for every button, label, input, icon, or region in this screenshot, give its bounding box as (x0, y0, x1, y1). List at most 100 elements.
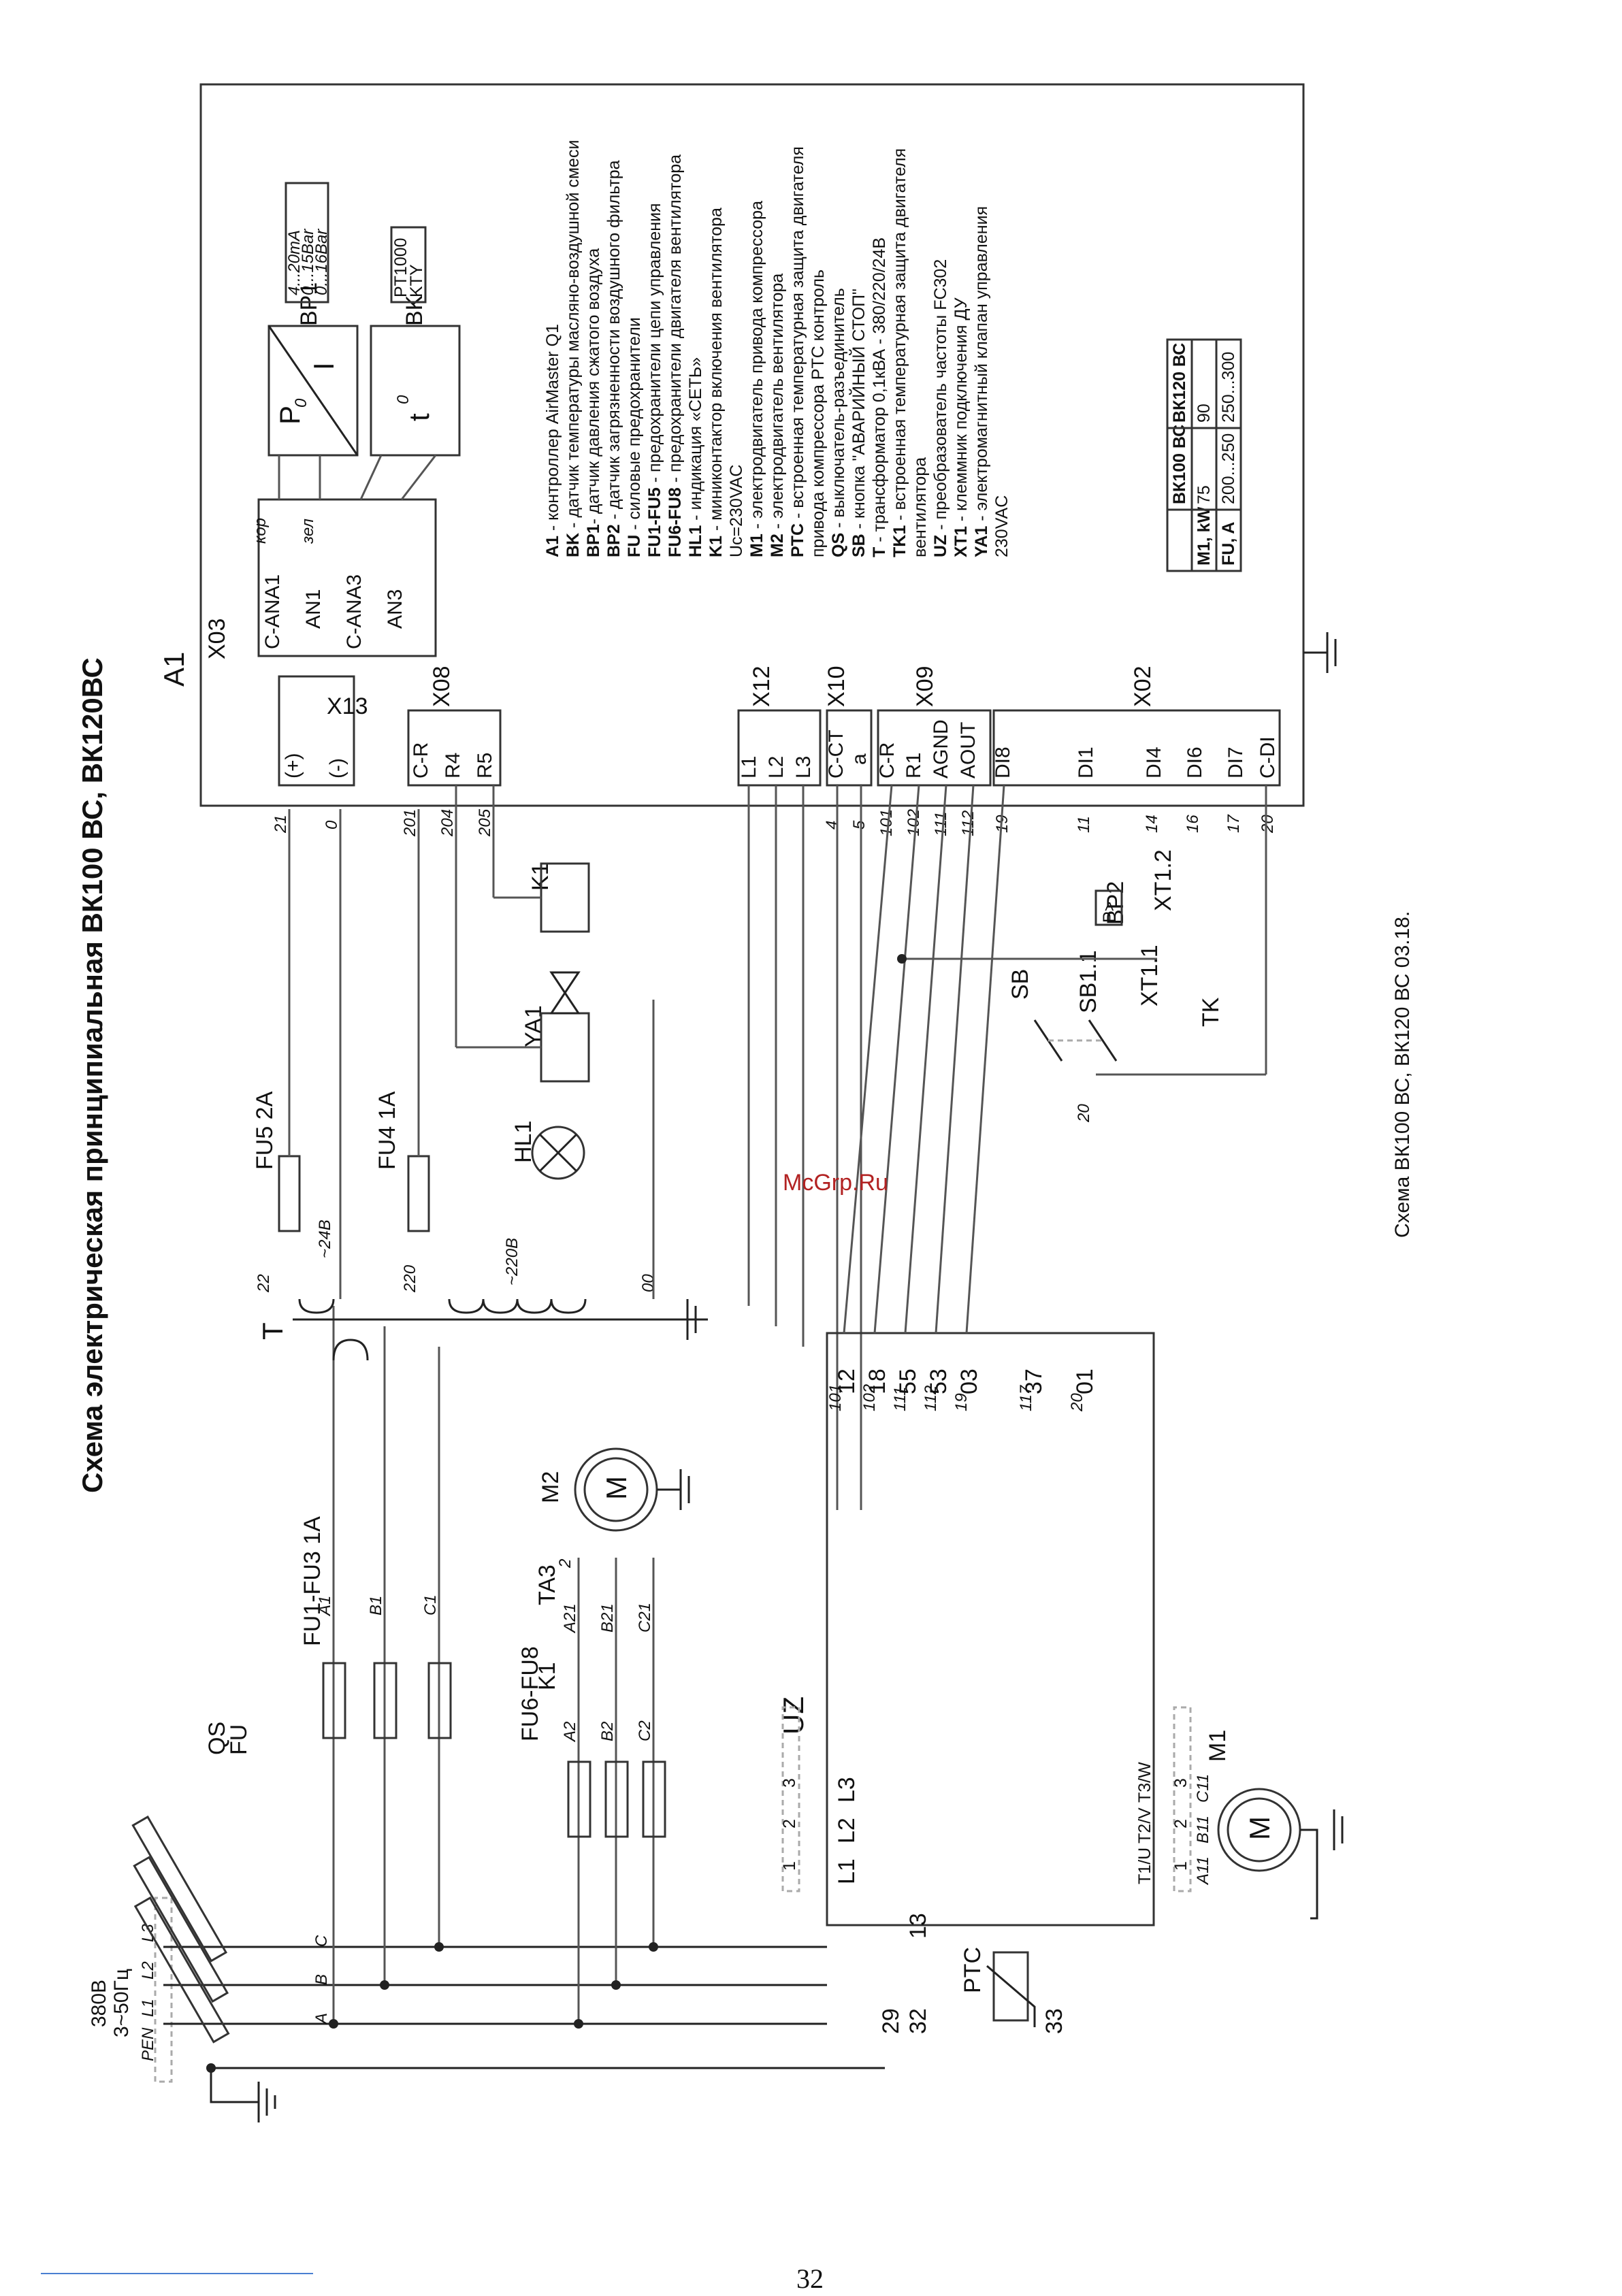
spec-table-text: ВК120 ВС (1170, 343, 1189, 423)
uz-term-03: 03 (956, 1368, 982, 1394)
wire-19 (965, 785, 1005, 1334)
wire-101 (843, 785, 893, 1334)
m1-motor-symbol: M (1244, 1816, 1276, 1840)
uz-term-01: 01 (1072, 1368, 1098, 1394)
uz-term-55: 55 (895, 1368, 921, 1394)
wire-label-zel: зел (299, 519, 317, 544)
uz-in-num-2: 2 (780, 1819, 799, 1828)
x02-label: X02 (1130, 666, 1156, 708)
legend-item: BK - датчик температуры масляно-воздушно… (564, 140, 583, 557)
legend-item: A1 - контроллер AirMaster Q1 (543, 324, 562, 557)
qs-label: QS (204, 1722, 230, 1755)
pen-ground-icon (257, 2082, 276, 2122)
bk-symbol-t-sup: 0 (394, 395, 412, 404)
bp2-sensor-box (1094, 889, 1123, 926)
legend-item: K1 - миниконтактор включения вентилятора (707, 208, 726, 557)
junction-dot (434, 1942, 444, 1952)
m2-motor-symbol: M (600, 1476, 632, 1500)
x03-pin-an3: AN3 (384, 589, 406, 629)
wire-label-20: 20 (1259, 815, 1277, 834)
x02-pin-di4: DI4 (1143, 747, 1165, 778)
spec-table-text: M1, kW (1195, 506, 1214, 565)
wire-label-22: 22 (255, 1274, 273, 1293)
bk-label: BK (402, 295, 427, 326)
wire-label-201: 201 (401, 809, 419, 837)
uz-wire-117: 117 (1017, 1384, 1035, 1411)
uz-term-13: 13 (905, 1913, 931, 1939)
uz-in-l1: L1 (834, 1858, 860, 1884)
ya1-label: YA1 (521, 1005, 547, 1047)
spec-table-text: ВК100 ВС (1170, 425, 1189, 504)
svg-text:0...15Bar: 0...15Bar (299, 229, 317, 295)
supply-terminal-block (154, 1897, 173, 2083)
uz-wire-20: 20 (1068, 1393, 1086, 1412)
uz-term-18: 18 (864, 1368, 890, 1394)
fu4-label: FU4 1A (374, 1091, 400, 1170)
legend-item: Uc=230VAC (727, 465, 746, 557)
x09-pin-aout: AOUT (957, 722, 979, 778)
wire-label-11: 11 (1075, 816, 1093, 833)
wire-label-a21: A21 (561, 1603, 579, 1634)
x10-label: X10 (824, 666, 849, 708)
a1-controller (199, 83, 1305, 807)
a1-ground-icon (1303, 632, 1337, 673)
x08-label: X08 (429, 666, 455, 708)
uz-wire-19: 19 (952, 1393, 971, 1411)
x02-pin-cdi: C-DI (1256, 736, 1279, 778)
m1-ground-icon (1300, 1809, 1344, 1920)
legend-item: UZ - преобразователь частоты FC302 (931, 259, 950, 557)
wire-label-c2: C2 (636, 1720, 654, 1741)
caption: Схема ВК100 ВС, ВК120 ВС 03.18. (1391, 911, 1414, 1238)
m1-wire-c11: C11 (1194, 1774, 1212, 1803)
k1-main-contact-label: K1 (534, 1662, 560, 1690)
phase-label-a: A (312, 2013, 331, 2025)
wire-label-2: 2 (556, 1559, 574, 1569)
x12-terminal (737, 709, 822, 787)
spec-table-cell (1166, 508, 1193, 572)
bp1-symbol-i: I (308, 362, 340, 370)
uz-term-32: 32 (905, 2008, 931, 2034)
bp1-label: BP1 (296, 282, 322, 326)
wire-label-21: 21 (272, 815, 290, 834)
wire-label-20-loop: 20 (1075, 1104, 1093, 1123)
wire-bk-2 (400, 455, 437, 500)
junction-dot (206, 2063, 216, 2073)
junction-dot (649, 1942, 658, 1952)
uz-out-num-3: 3 (1171, 1778, 1190, 1788)
legend-item: HL1 - индикация «СЕТЬ» (686, 357, 705, 557)
wire-112 (935, 785, 975, 1334)
uz-output-terminal-block (1173, 1706, 1192, 1892)
ptc-symbol (986, 1965, 1036, 2027)
ya1-solenoid-valve (540, 1012, 590, 1083)
x10-pin-cct: C-CT (825, 729, 847, 778)
x03-terminal (257, 498, 437, 657)
spec-table-text: 250...300 (1219, 352, 1238, 423)
uz-out-num-1: 1 (1171, 1861, 1190, 1871)
fu5-label: FU5 2A (252, 1091, 278, 1170)
pen-ground-tap (210, 2068, 259, 2103)
uz-out-t3w: T3/W (1135, 1762, 1154, 1803)
uz-wire-101: 101 (826, 1384, 845, 1411)
x08-pin-cr: C-R (410, 742, 432, 778)
hl1-lamp (531, 1126, 585, 1180)
voltage-24v: ~24В (316, 1219, 334, 1258)
fu6-fu8-label: FU6-FU8 (517, 1646, 543, 1741)
ptc-thermistor (992, 1951, 1029, 2022)
wire-label-c1: C1 (421, 1594, 440, 1616)
uz-term-33: 33 (1041, 2008, 1067, 2034)
fu1-fu3-label: FU1-FU3 1A (299, 1516, 325, 1646)
wire-label-205: 205 (476, 808, 494, 837)
m2-ground-icon (657, 1469, 690, 1510)
wire-label-112: 112 (959, 810, 977, 836)
page-number: 32 (796, 2263, 824, 2294)
wire-label-00: 00 (639, 1274, 658, 1292)
legend-item: SB - кнопка "АВАРИЙНЫЙ СТОП" (848, 289, 869, 557)
phase-label-c: C (312, 1935, 331, 1947)
legend-item: QS - выключатель-разъединитель (829, 288, 848, 557)
wire-label-5: 5 (850, 820, 869, 830)
svg-text:4...20mA: 4...20mA (285, 230, 304, 295)
m1-label: M1 (1205, 1730, 1231, 1762)
svg-text:PT1000: PT1000 (391, 237, 410, 297)
x12-pin-l2: L2 (765, 756, 788, 778)
